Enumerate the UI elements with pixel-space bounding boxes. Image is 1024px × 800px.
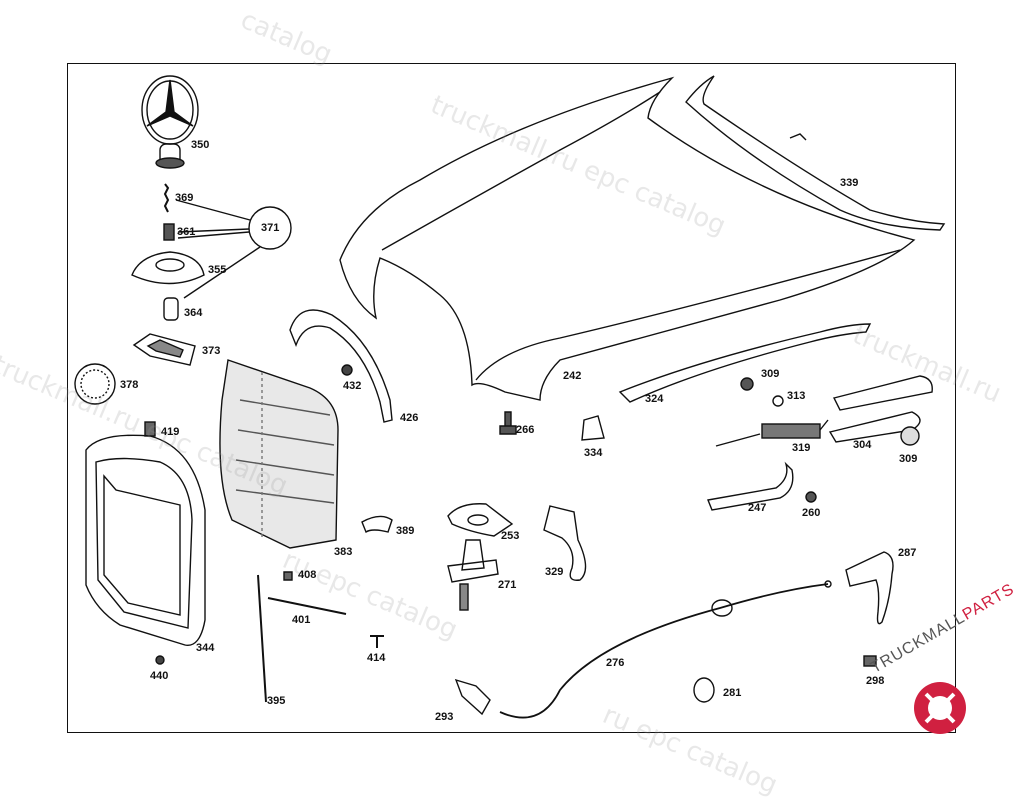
rod-395 (257, 574, 267, 703)
part-408 (283, 571, 293, 581)
part-label-383: 383 (334, 546, 353, 558)
part-label-253: 253 (501, 530, 520, 542)
latch-271 (447, 539, 499, 611)
part-label-378: 378 (120, 379, 139, 391)
part-label-440: 440 (150, 670, 169, 682)
grille-mesh (219, 359, 339, 549)
nut-309-top (740, 377, 754, 391)
hook-329 (543, 505, 587, 581)
grommet-281 (693, 677, 715, 703)
hood-seal (685, 75, 946, 231)
callout-circle (248, 206, 292, 250)
clip-298 (863, 655, 877, 667)
part-389 (361, 515, 393, 534)
spring-part (163, 223, 175, 241)
part-label-426: 426 (400, 412, 419, 424)
diagram-frame (67, 63, 956, 733)
knob-309 (900, 426, 920, 446)
hood-panel (339, 76, 916, 401)
part-label-389: 389 (396, 525, 415, 537)
part-label-293: 293 (435, 711, 454, 723)
part-label-339: 339 (840, 177, 859, 189)
part-label-371: 371 (261, 222, 280, 234)
part-label-281: 281 (723, 687, 742, 699)
part-label-344: 344 (196, 642, 215, 654)
strip-324 (618, 323, 872, 403)
part-label-401: 401 (292, 614, 311, 626)
seal-strip (289, 309, 393, 423)
screw-414 (370, 635, 384, 648)
part-label-319: 319 (792, 442, 811, 454)
bolt-266 (499, 411, 517, 435)
part-label-419: 419 (161, 426, 180, 438)
emblem-base (131, 251, 205, 285)
rod-401 (267, 597, 347, 615)
part-label-369: 369 (175, 192, 194, 204)
part-label-309-top: 309 (761, 368, 780, 380)
part-label-355: 355 (208, 264, 227, 276)
grille-frame (85, 434, 206, 646)
badge-part (74, 363, 116, 405)
sleeve-part (163, 297, 179, 321)
part-label-260: 260 (802, 507, 821, 519)
part-label-271: 271 (498, 579, 517, 591)
part-label-373: 373 (202, 345, 221, 357)
part-label-313: 313 (787, 390, 806, 402)
part-label-324: 324 (645, 393, 664, 405)
block-334 (581, 415, 605, 441)
part-label-329: 329 (545, 566, 564, 578)
star-emblem (141, 75, 199, 169)
parts-diagram (74, 75, 946, 719)
spring-319 (715, 419, 829, 447)
part-label-334: 334 (584, 447, 603, 459)
cable-276 (499, 580, 832, 719)
part-label-350: 350 (191, 139, 210, 151)
part-label-298: 298 (866, 675, 885, 687)
part-label-414: 414 (367, 652, 386, 664)
part-label-361: 361 (177, 226, 196, 238)
nut-part-440 (155, 655, 165, 665)
gasket-part (132, 333, 196, 366)
plate-253 (447, 503, 514, 537)
part-label-266: 266 (516, 424, 535, 436)
nut-part-432 (341, 364, 353, 376)
pin-part (163, 183, 170, 213)
part-label-276: 276 (606, 657, 625, 669)
clip-part (144, 421, 156, 437)
handle-287 (845, 551, 894, 625)
part-label-242: 242 (563, 370, 582, 382)
part-label-304: 304 (853, 439, 872, 451)
part-label-408: 408 (298, 569, 317, 581)
part-label-364: 364 (184, 307, 203, 319)
part-label-247: 247 (748, 502, 767, 514)
truckmall-logo (914, 682, 966, 734)
part-label-287: 287 (898, 547, 917, 559)
part-label-432: 432 (343, 380, 362, 392)
clamp-293 (454, 678, 491, 716)
part-label-395: 395 (267, 695, 286, 707)
part-label-309-bottom: 309 (899, 453, 918, 465)
bracket-247 (707, 461, 794, 511)
nut-260 (805, 491, 817, 503)
washer-313 (772, 395, 784, 407)
